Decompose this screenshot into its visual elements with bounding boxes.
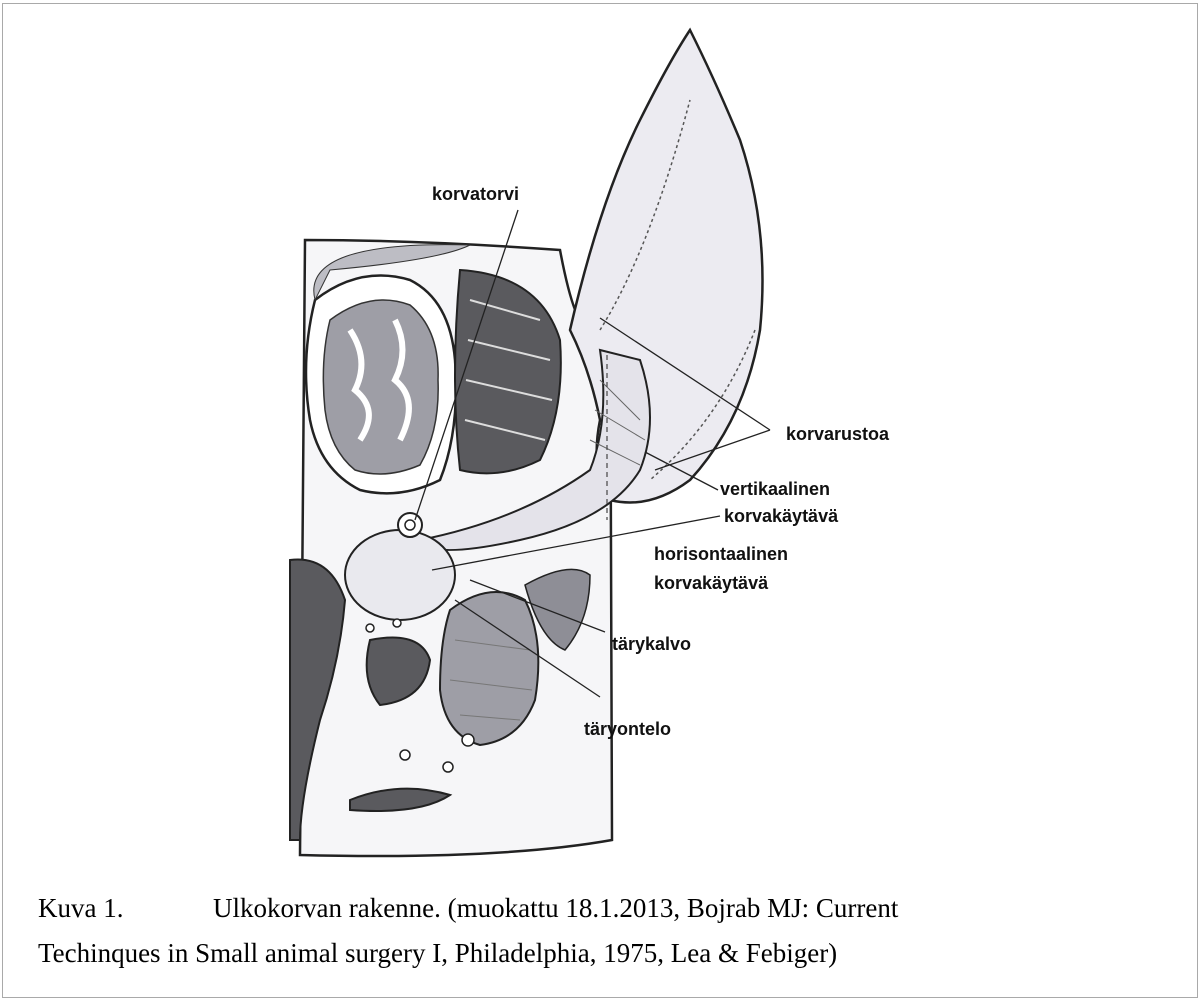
tympanic-cavity (440, 592, 538, 745)
figure-caption: Kuva 1.Ulkokorvan rakenne. (muokattu 18.… (38, 886, 1178, 976)
label-korvarustoa: korvarustoa (786, 423, 889, 445)
caption-line-2: Techinques in Small animal surgery I, Ph… (38, 931, 1178, 976)
label-taryontelo: täryontelo (584, 718, 671, 740)
label-tarykalvo: tärykalvo (612, 633, 691, 655)
caption-number: Kuva 1. (38, 886, 213, 931)
label-korvatorvi: korvatorvi (432, 183, 519, 205)
label-horisontaalinen-1: horisontaalinen (654, 543, 788, 565)
label-horisontaalinen-2: korvakäytävä (654, 572, 768, 594)
label-vertikaalinen-1: vertikaalinen (720, 478, 830, 500)
label-vertikaalinen-2: korvakäytävä (724, 505, 838, 527)
tympanic-bulla (345, 530, 455, 620)
brain-gray-matter (323, 300, 438, 474)
pinna (570, 30, 763, 503)
caption-line-1: Ulkokorvan rakenne. (muokattu 18.1.2013,… (213, 893, 898, 923)
cochlea (398, 513, 422, 537)
